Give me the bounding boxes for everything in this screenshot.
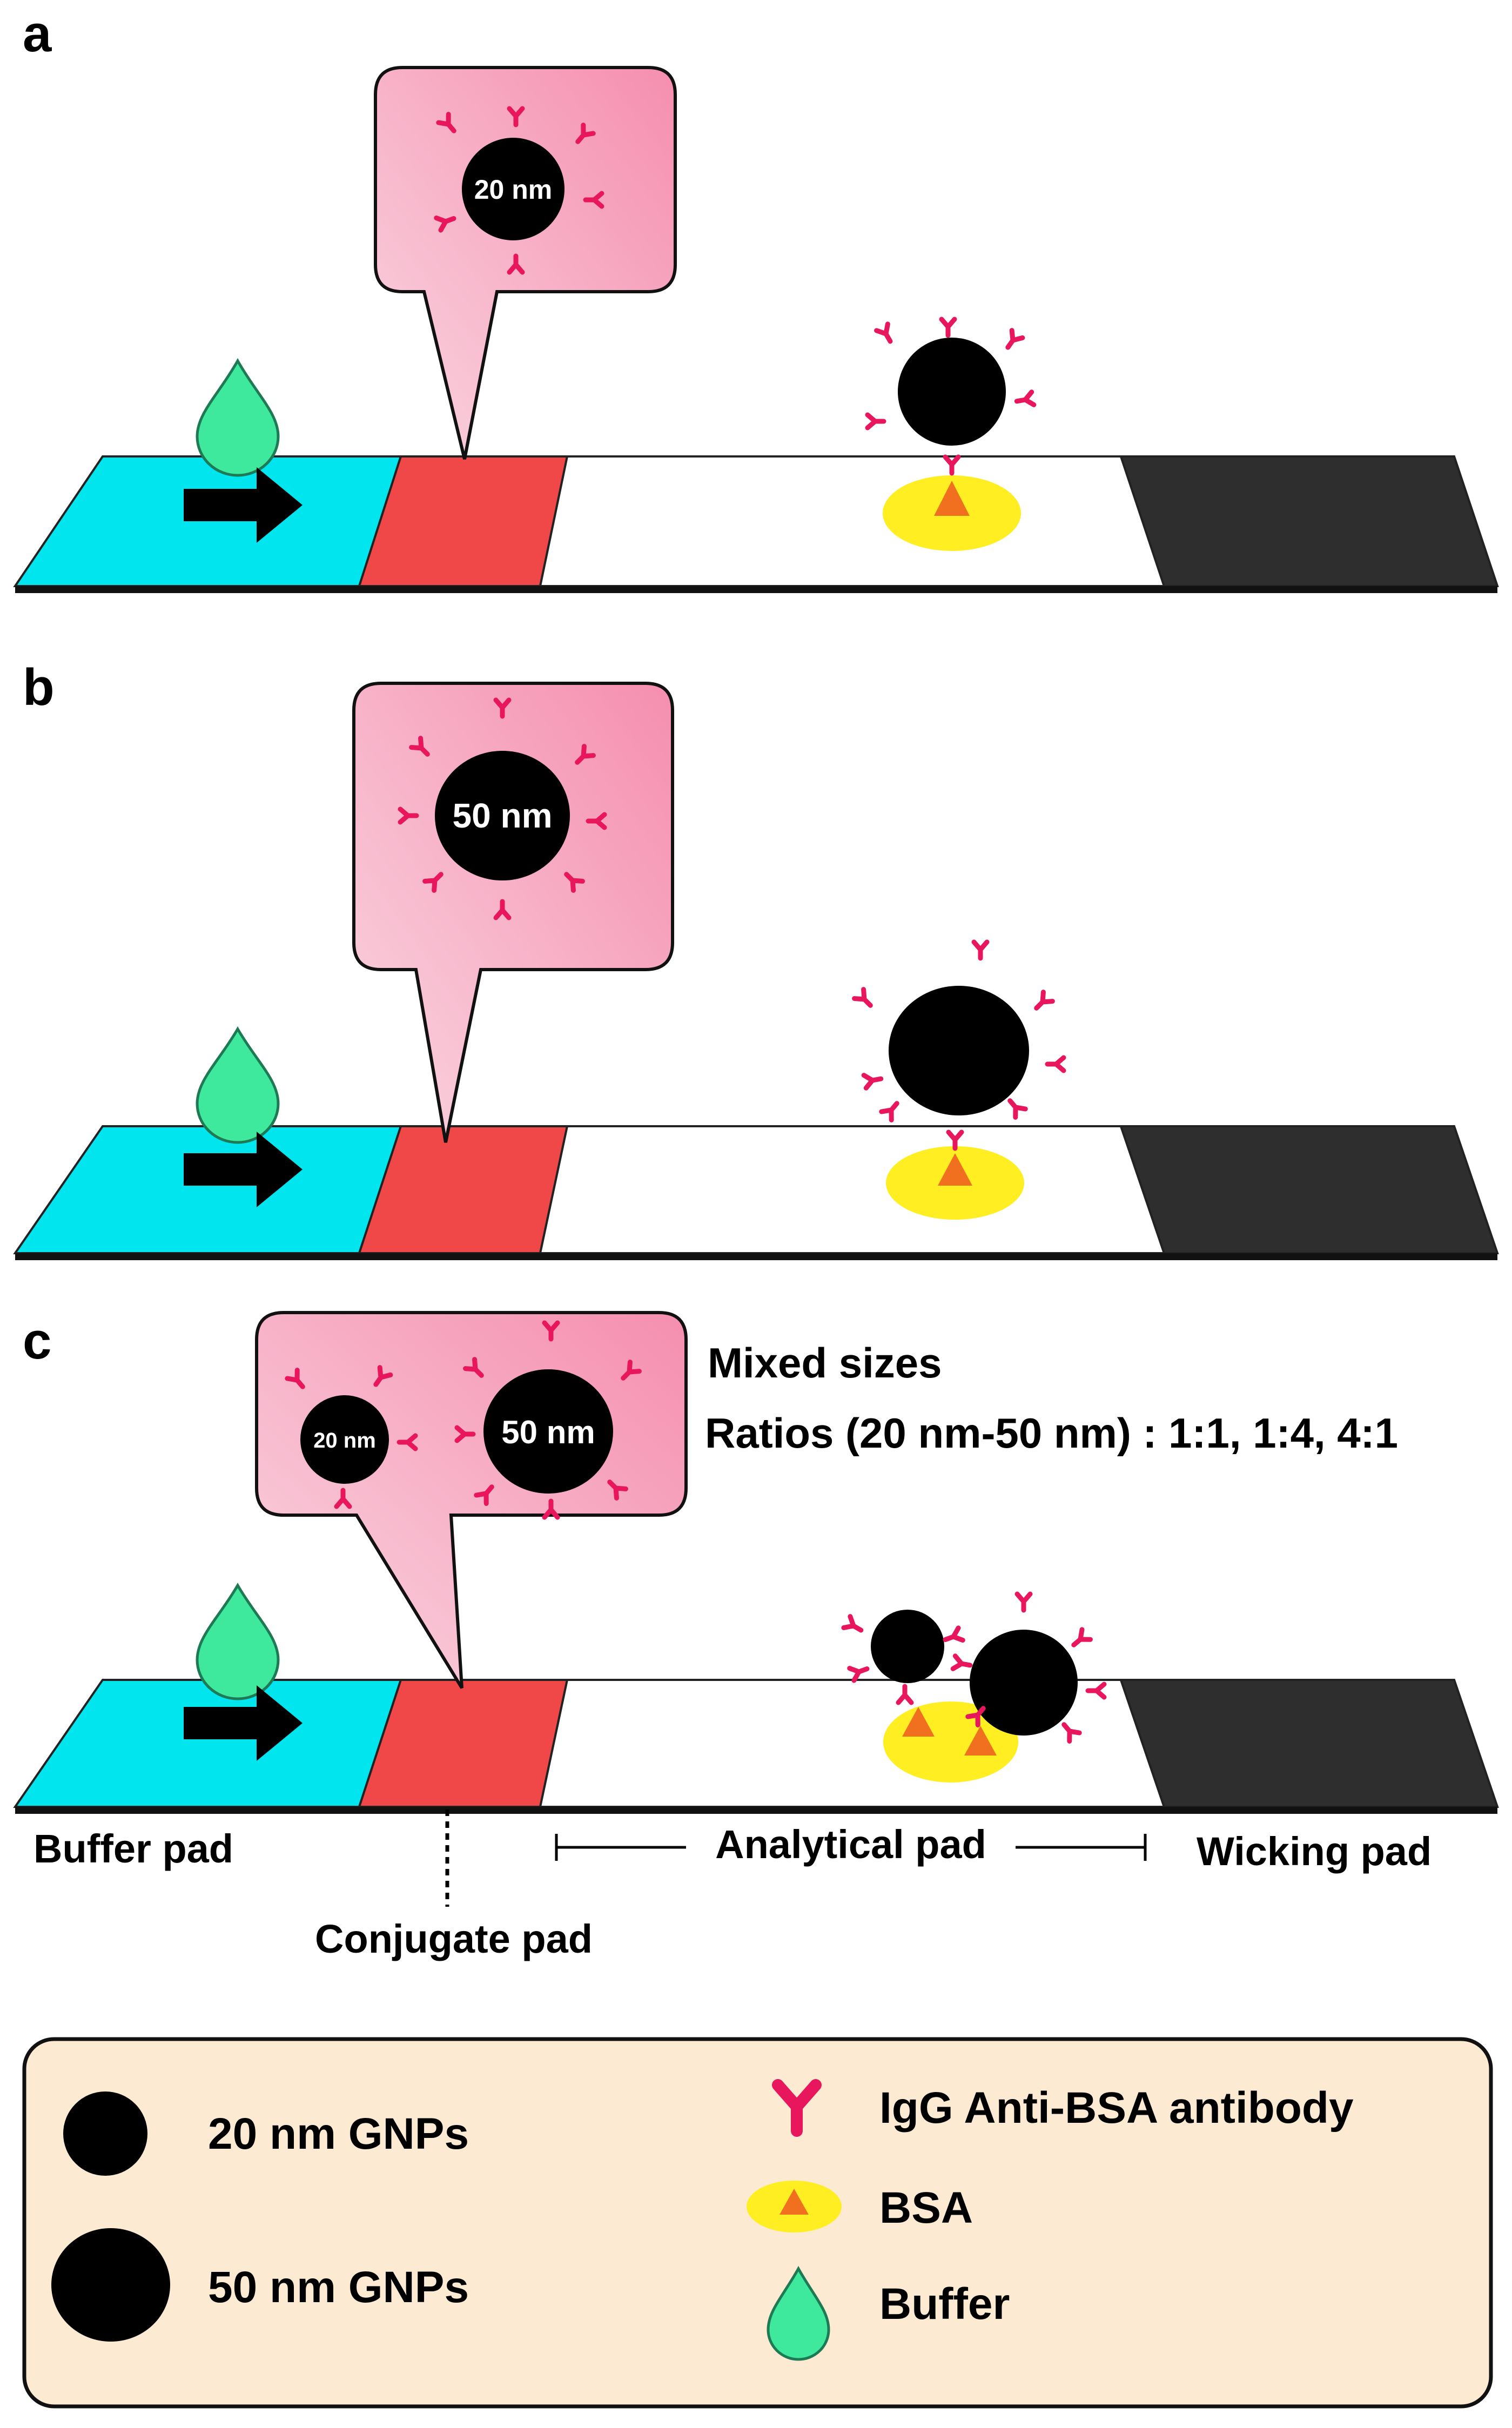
bubble-b-particle-label: 50 nm xyxy=(453,796,553,835)
panel-letter-a: a xyxy=(23,5,52,63)
bubble-b: 50 nm xyxy=(352,682,674,1143)
antibody-icon xyxy=(772,2079,822,2137)
nanoparticle-icon xyxy=(889,986,1029,1115)
legend-buffer-label: Buffer xyxy=(879,2279,1010,2329)
arrow-right-icon xyxy=(184,467,303,543)
strip-b xyxy=(13,1125,1499,1260)
panel-c: c Mixed sizes Ratios (20 nm-50 nm) : 1:1… xyxy=(13,1311,1499,1961)
analytical-pad-bracket xyxy=(555,1834,1147,1861)
legend: 20 nm GNPs 50 nm GNPs IgG Anti-BSA antib… xyxy=(22,2037,1493,2409)
legend-antibody-label: IgG Anti-BSA antibody xyxy=(879,2083,1354,2133)
bubble-c-large-label: 50 nm xyxy=(501,1414,595,1450)
buffer-pad-b xyxy=(13,1125,402,1254)
bsa-icon xyxy=(934,481,970,516)
wicking-pad-c xyxy=(1119,1679,1499,1808)
analytical-pad-label: Analytical pad xyxy=(715,1822,986,1867)
droplet-icon xyxy=(196,1583,280,1700)
arrow-right-icon xyxy=(184,1132,303,1207)
panel-letter-c: c xyxy=(23,1312,51,1370)
strip-a xyxy=(13,455,1499,593)
bubble-a: 20 nm xyxy=(374,66,677,460)
strip-base-a xyxy=(15,586,1497,593)
legend-20nm-icon xyxy=(63,2091,147,2176)
bsa-icon xyxy=(779,2189,809,2215)
nanoparticle-icon xyxy=(300,1395,389,1484)
legend-20nm-label: 20 nm GNPs xyxy=(208,2109,469,2158)
nanoparticle-icon xyxy=(483,1369,613,1494)
legend-bsa-label: BSA xyxy=(879,2183,973,2232)
wicking-pad-a xyxy=(1119,455,1499,587)
strip-base-c xyxy=(15,1807,1497,1814)
droplet-icon xyxy=(767,2265,830,2361)
bubble-c-small-label: 20 nm xyxy=(313,1429,376,1452)
bsa-icon xyxy=(902,1707,935,1737)
bsa-icon xyxy=(964,1726,997,1756)
droplet-icon xyxy=(196,1026,280,1144)
legend-50nm-label: 50 nm GNPs xyxy=(208,2263,469,2312)
droplet-icon xyxy=(196,358,280,477)
analytical-pad-a xyxy=(539,455,1166,587)
conjugate-pad-label: Conjugate pad xyxy=(315,1916,593,1961)
panel-letter-b: b xyxy=(23,658,55,716)
bubble-a-particle-label: 20 nm xyxy=(474,174,553,205)
panel-b: b 50 nm xyxy=(13,658,1499,1260)
analytical-pad-b xyxy=(539,1125,1166,1254)
buffer-pad-label: Buffer pad xyxy=(33,1826,233,1871)
legend-50nm-icon xyxy=(51,2228,170,2342)
panel-a: a 20 nm xyxy=(13,5,1499,593)
mixed-sizes-title: Mixed sizes xyxy=(708,1339,942,1387)
bsa-icon xyxy=(938,1153,972,1186)
wicking-pad-label: Wicking pad xyxy=(1197,1829,1432,1874)
nanoparticle-icon xyxy=(898,338,1006,446)
nanoparticle-icon xyxy=(435,751,570,880)
nanoparticle-icon xyxy=(462,138,565,240)
ratios-note: Ratios (20 nm-50 nm) : 1:1, 1:4, 4:1 xyxy=(705,1409,1398,1457)
nanoparticle-icon xyxy=(871,1610,944,1683)
nanoparticle-icon xyxy=(970,1630,1078,1736)
bubble-c: 20 nm 50 nm xyxy=(255,1311,688,1689)
arrow-right-icon xyxy=(184,1685,303,1761)
wicking-pad-b xyxy=(1119,1125,1499,1254)
buffer-pad-c xyxy=(13,1679,402,1808)
strip-base-b xyxy=(15,1253,1497,1260)
